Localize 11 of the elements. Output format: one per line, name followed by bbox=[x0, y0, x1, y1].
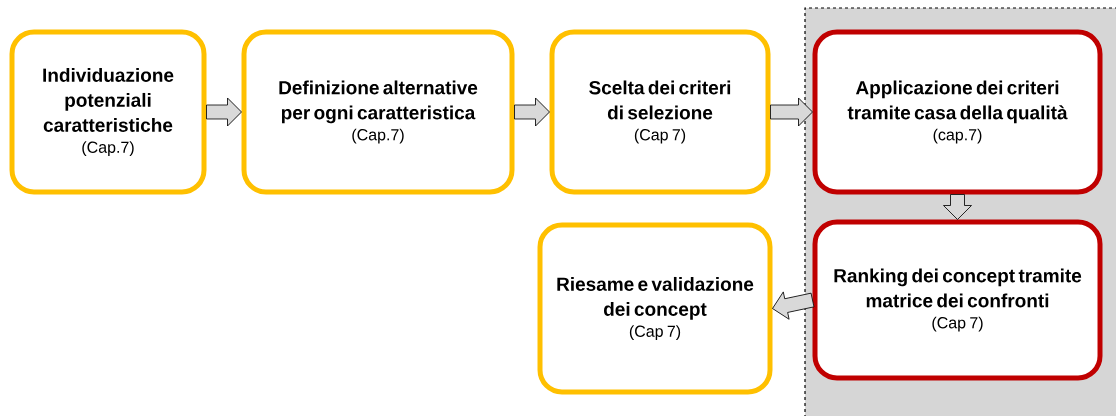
process-box: Individuazione potenziali caratteristiche (Cap.7) bbox=[9, 29, 207, 195]
block-arrow bbox=[772, 291, 815, 320]
block-arrow bbox=[514, 97, 550, 127]
process-box: Riesame e validazione dei concept (Cap 7) bbox=[537, 222, 773, 395]
block-arrow bbox=[943, 194, 972, 220]
process-box: Scelta dei criteri di selezione (Cap 7) bbox=[549, 29, 771, 195]
block-arrow bbox=[770, 97, 813, 127]
process-box: Applicazione dei criteri tramite casa della qualità (cap.7) bbox=[812, 29, 1103, 195]
process-box: Definizione alternative per ogni caratteristica (Cap.7) bbox=[241, 29, 515, 195]
block-arrow bbox=[206, 97, 242, 127]
process-box: Ranking dei concept tramite matrice dei confronti (Cap 7) bbox=[812, 219, 1103, 381]
